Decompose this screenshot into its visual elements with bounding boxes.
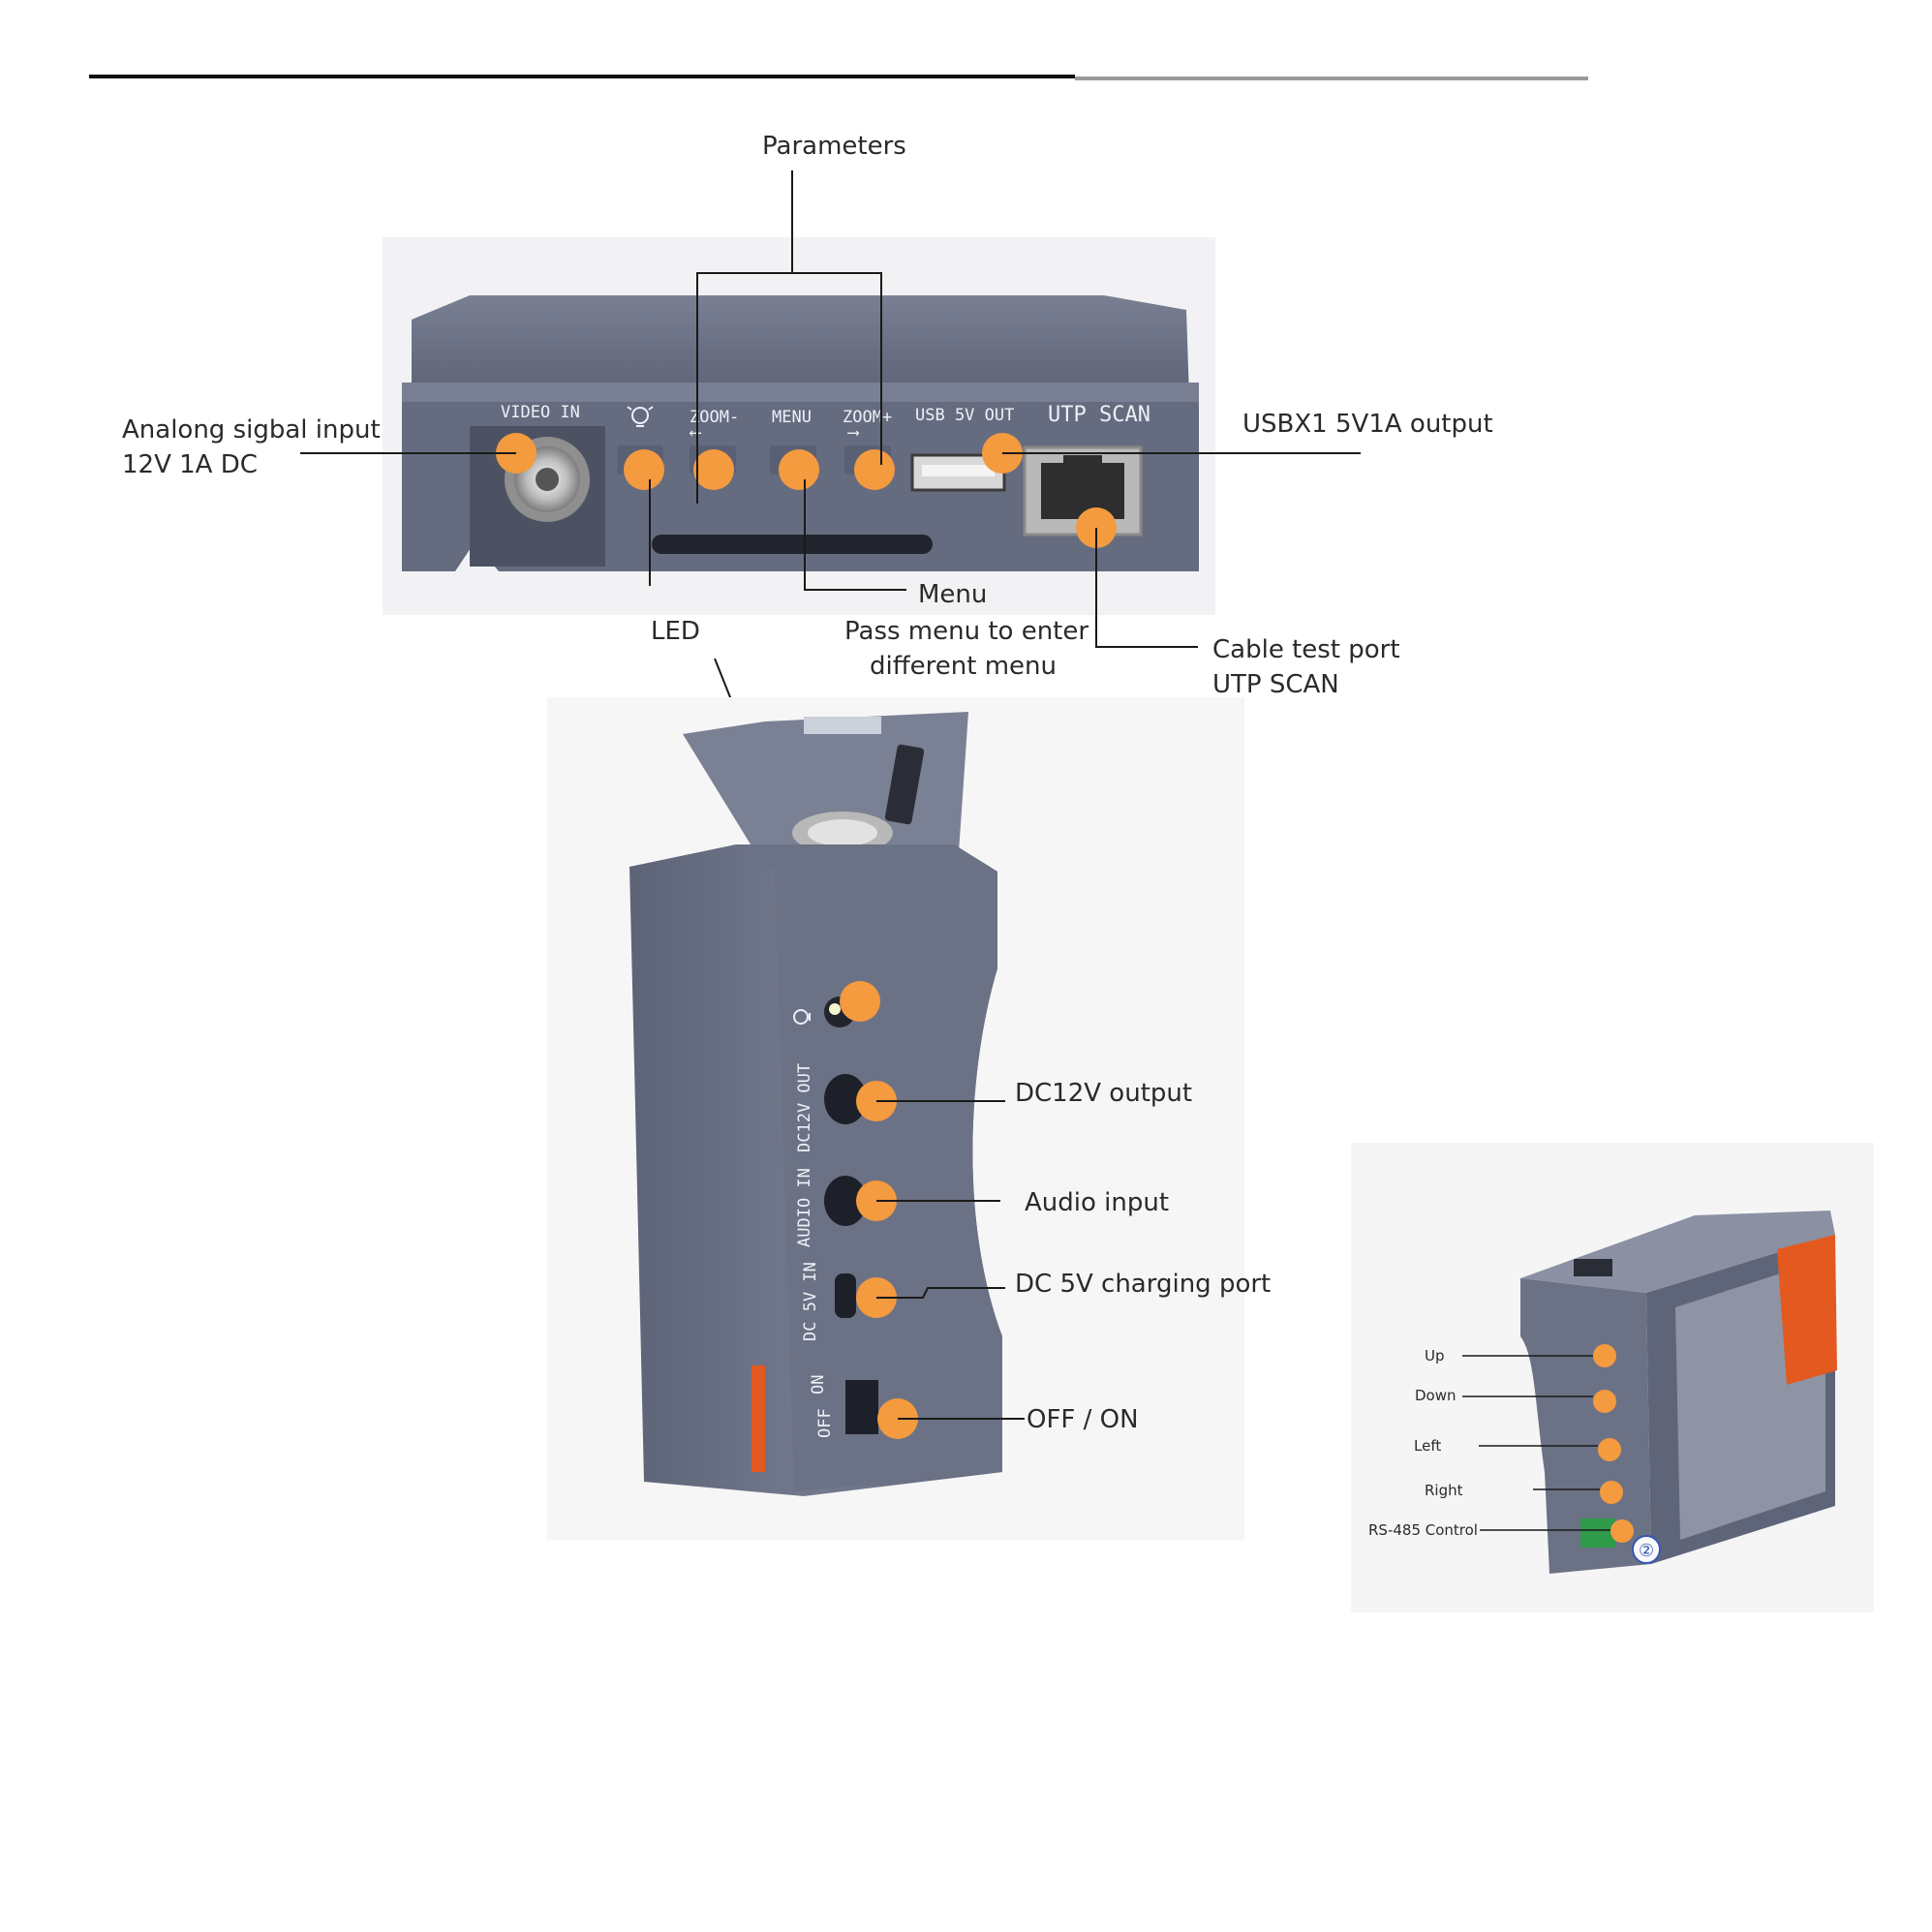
callout-cable-test-line1: Cable test port [1212,635,1400,664]
sunshade-hood [412,295,1189,397]
side-label-off: OFF [815,1408,835,1438]
panel-label-utp-scan: UTP SCAN [1048,403,1150,427]
top-view-device: VIDEO IN ZOOM- ⟵ MENU ZOOM+ ⟶ USB 5V OUT… [383,237,1215,615]
callout-left: Left [1414,1437,1441,1455]
badge-circle [1632,1535,1661,1564]
side-view-leader-lines [876,1100,1025,1420]
callout-dot-up [1593,1344,1616,1367]
panel-top-edge [402,383,1199,402]
led-symbol [793,1009,811,1025]
callout-parameters: Parameters [762,132,906,161]
side-slot [884,744,925,825]
sd-card-slot [652,535,933,554]
callout-dot-left [1598,1438,1621,1461]
callout-rs485: RS-485 Control [1368,1521,1478,1539]
back-rj45 [1574,1259,1612,1276]
callout-cable-test-line2: UTP SCAN [1212,670,1339,699]
side-label-on: ON [809,1375,828,1395]
back-view-device: ② [1351,1143,1874,1612]
side-view-device: DC12V OUT AUDIO IN DC 5V IN ON OFF [547,697,1244,1540]
callout-dot-led [624,449,664,490]
callout-led: LED [651,617,700,646]
callout-dot-led-side [840,981,880,1022]
rs485-terminal [1580,1518,1615,1548]
back-orange-hood [1777,1235,1837,1385]
callout-analog-input-line2: 12V 1A DC [122,450,258,479]
side-label-dc12v-out: DC12V OUT [795,1063,814,1152]
callout-up: Up [1425,1347,1445,1365]
badge-number: ② [1639,1541,1654,1561]
panel-label-zoom-minus: ZOOM- [690,408,739,427]
callout-menu-desc-line1: Pass menu to enter [844,617,1089,646]
panel-label-zoom-plus: ZOOM+ [843,408,892,427]
callout-dot-zoom-plus [854,449,895,490]
callout-dc12v-output: DC12V output [1015,1079,1192,1108]
callout-right: Right [1425,1482,1463,1499]
callout-menu-desc-line2: different menu [870,652,1057,681]
callout-down: Down [1415,1387,1457,1404]
power-switch [845,1380,878,1434]
callout-usb-output: USBX1 5V1A output [1242,410,1493,439]
bnc-connector [470,426,605,567]
side-label-audio-in: AUDIO IN [795,1168,814,1247]
dc12v-output-jack [824,1074,867,1124]
callout-dc5v-charging: DC 5V charging port [1015,1270,1271,1299]
audio-input-jack [824,1176,867,1226]
side-label-dc5v-in: DC 5V IN [801,1262,820,1341]
callout-analog-input-line1: Analong sigbal input [122,415,381,445]
callout-off-on: OFF / ON [1027,1405,1139,1434]
bulb-icon [627,406,654,427]
callout-dot-menu [779,449,819,490]
panel-label-usb-5v-out: USB 5V OUT [915,406,1014,425]
panel-label-menu: MENU [772,408,812,427]
arrow-right-icon: ⟶ [847,423,860,443]
panel-label-video-in: VIDEO IN [501,403,580,422]
callout-dot-down [1593,1390,1616,1413]
callout-menu-title: Menu [918,580,987,609]
back-view-leader-lines [1462,1355,1610,1531]
callout-dot-right [1600,1481,1623,1504]
orange-trim [751,1365,765,1472]
header-rule [89,75,1588,80]
callout-dot-zoom-minus [693,449,734,490]
top-port-strip [804,717,881,734]
callout-audio-input: Audio input [1025,1188,1169,1217]
arrow-left-icon: ⟵ [690,423,702,443]
callout-dot-rs485 [1610,1519,1634,1543]
micro-usb-port [835,1273,856,1318]
